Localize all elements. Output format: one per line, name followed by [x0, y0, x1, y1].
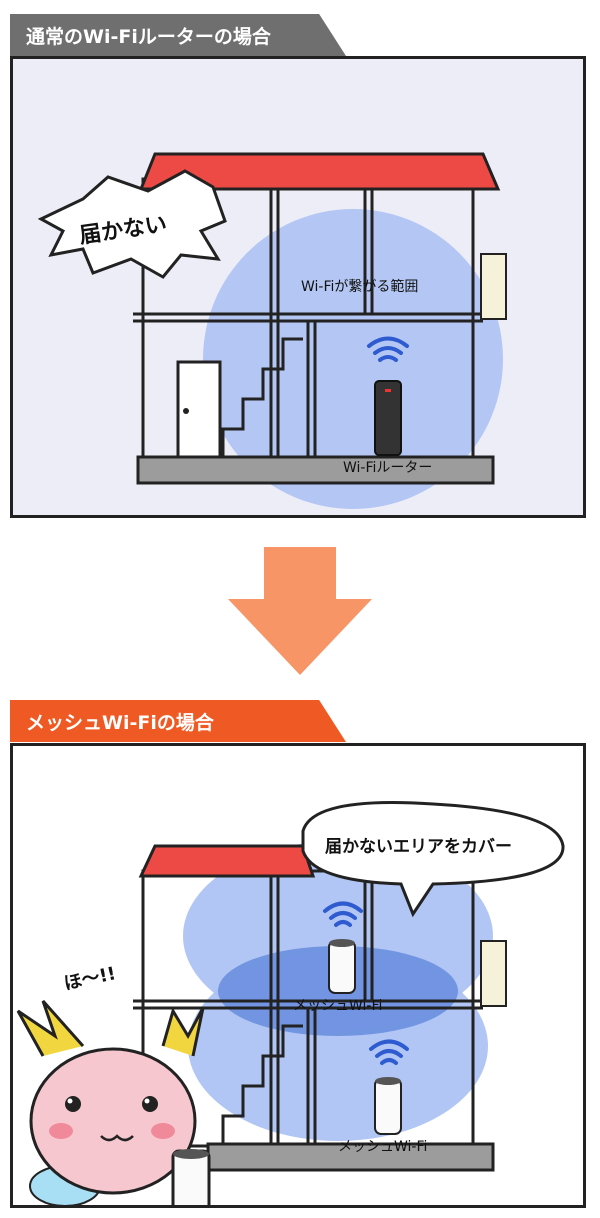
section-title-mesh-wifi: メッシュWi-Fiの場合: [10, 700, 346, 742]
router-device: [374, 380, 402, 456]
mesh-unit-label-lower: メッシュWi-Fi: [338, 1139, 427, 1155]
coverage-label: Wi-Fiが繋がる範囲: [301, 278, 418, 295]
router-label: Wi-Fiルーター: [343, 460, 432, 476]
pink-character: [16, 1000, 211, 1205]
illustration-normal-router: Wi-Fiが繋がる範囲 Wi-Fiルーター 届かない: [10, 56, 586, 518]
roof: [138, 152, 501, 191]
roof: [138, 844, 316, 878]
mesh-unit-top-lower: [375, 1077, 401, 1085]
side-window: [480, 253, 507, 320]
mesh-unit-upper: [328, 940, 356, 994]
wifi-icon-lower: [369, 1039, 409, 1065]
held-mesh-unit: [171, 1149, 211, 1205]
stairs: [221, 1024, 303, 1146]
speech-bubble: [301, 801, 565, 918]
speech-bubble-jagged: [37, 169, 227, 279]
character-mouth: [100, 1134, 134, 1142]
character-head: [29, 1047, 197, 1195]
mesh-unit-lower: [374, 1078, 402, 1135]
held-mesh-unit-top: [173, 1149, 209, 1159]
wifi-icon-upper: [323, 901, 363, 927]
side-window: [480, 940, 507, 1007]
character-antenna-right: [161, 1007, 205, 1057]
eye-highlight-left: [67, 1098, 73, 1104]
character-antenna-left: [16, 1000, 85, 1057]
section-title-normal-router: 通常のWi-Fiルーターの場合: [10, 14, 346, 56]
character-eye-left: [65, 1096, 81, 1112]
floor-base: [136, 455, 495, 485]
mesh-unit-label-upper: メッシュWi-Fi: [293, 998, 382, 1014]
house-illustration-1: Wi-Fiが繋がる範囲 Wi-Fiルーター 届かない: [37, 152, 507, 509]
wifi-icon: [367, 336, 409, 362]
character-exclaim: ほ〜!!: [62, 963, 118, 994]
character-cheek-left: [49, 1123, 73, 1139]
house-illustration-2: メッシュWi-Fi メッシュWi-Fi 届かないエリアをカバー ほ〜!!: [16, 801, 565, 1205]
character-eye-right: [142, 1096, 158, 1112]
eye-highlight-right: [144, 1098, 150, 1104]
down-arrow: [228, 547, 372, 675]
floor-base: [206, 1142, 495, 1172]
section-title-text: 通常のWi-Fiルーターの場合: [26, 25, 271, 48]
router-led: [385, 389, 391, 392]
illustration-mesh-wifi: メッシュWi-Fi メッシュWi-Fi 届かないエリアをカバー ほ〜!!: [10, 743, 586, 1208]
character-cheek-right: [151, 1123, 175, 1139]
section-title-text: メッシュWi-Fiの場合: [26, 711, 214, 734]
door-knob: [183, 408, 189, 414]
bubble-text-2: 届かないエリアをカバー: [325, 837, 512, 857]
mesh-unit-top-upper: [329, 939, 355, 947]
stairs: [221, 337, 303, 459]
